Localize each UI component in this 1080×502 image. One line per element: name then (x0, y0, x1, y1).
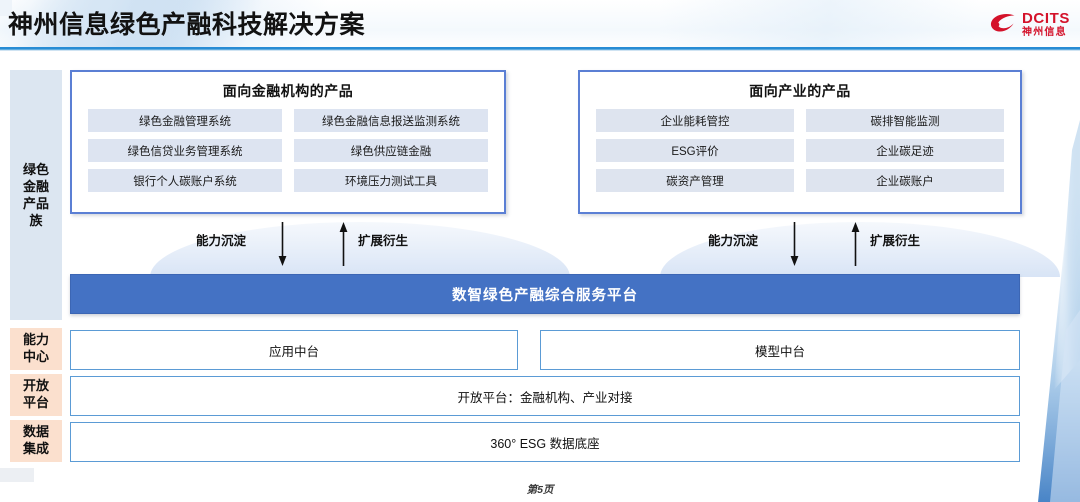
dcits-swirl-logo-icon (989, 11, 1017, 37)
product-tile[interactable]: 碳资产管理 (596, 169, 794, 192)
logo-brand-cn: 神州信息 (1022, 26, 1067, 38)
product-tile[interactable]: 企业碳账户 (806, 169, 1004, 192)
tile-grid-industry: 企业能耗管控 碳排智能监测 ESG评价 企业碳足迹 碳资产管理 企业碳账户 (580, 109, 1020, 192)
flow-label-extension-derivation-left: 扩展衍生 (358, 234, 409, 248)
arrow-up-icon (338, 222, 349, 266)
header-divider-rule-shadow (0, 50, 1080, 51)
logo-text-block: DCITS 神州信息 (1022, 11, 1070, 38)
product-tile[interactable]: 企业碳足迹 (806, 139, 1004, 162)
product-tile[interactable]: 绿色金融信息报送监测系统 (294, 109, 488, 132)
rail-label-data-integration: 数据集成 (22, 424, 49, 456)
corner-decoration-bottom-left (0, 468, 34, 482)
flow-label-capability-precipitation-right: 能力沉淀 (708, 234, 759, 248)
product-tile[interactable]: 银行个人碳账户系统 (88, 169, 282, 192)
corner-decoration-top-left (0, 0, 12, 16)
panel-title-industry: 面向产业的产品 (749, 83, 851, 99)
brand-logo: DCITS 神州信息 (989, 8, 1070, 40)
layer-box-application-middle-platform[interactable]: 应用中台 (70, 330, 518, 370)
panel-products-for-financial-institutions: 面向金融机构的产品 绿色金融管理系统 绿色金融信息报送监测系统 绿色信贷业务管理… (70, 70, 506, 214)
panel-title-financial: 面向金融机构的产品 (222, 83, 354, 99)
layer-box-open-platform[interactable]: 开放平台：金融机构、产业对接 (70, 376, 1020, 416)
product-tile[interactable]: 绿色金融管理系统 (88, 109, 282, 132)
arrow-up-icon (850, 222, 861, 266)
flow-label-extension-derivation-right: 扩展衍生 (870, 234, 921, 248)
logo-brand-en: DCITS (1022, 9, 1070, 27)
product-tile[interactable]: 绿色信贷业务管理系统 (88, 139, 282, 162)
sidebar-item-green-finance-family: 绿色金融产品族 (10, 70, 62, 320)
header-gradient-decoration-right (660, 0, 1080, 50)
platform-label: 数智绿色产融综合服务平台 (452, 287, 638, 304)
page-title: 神州信息绿色产融科技解决方案 (8, 11, 366, 39)
sidebar-item-open-platform: 开放平台 (10, 374, 62, 416)
sidebar-item-ability-center: 能力中心 (10, 328, 62, 370)
arrow-down-icon (277, 222, 288, 266)
slide-header (0, 0, 1080, 50)
product-tile[interactable]: 绿色供应链金融 (294, 139, 488, 162)
rail-label-green-finance-family: 绿色金融产品族 (22, 161, 49, 229)
layer-box-data-foundation[interactable]: 360° ESG 数据底座 (70, 422, 1020, 462)
product-tile[interactable]: 碳排智能监测 (806, 109, 1004, 132)
rail-label-ability-center: 能力中心 (22, 332, 49, 364)
flow-label-capability-precipitation-left: 能力沉淀 (196, 234, 247, 248)
sidebar-item-data-integration: 数据集成 (10, 420, 62, 462)
product-tile[interactable]: 环境压力测试工具 (294, 169, 488, 192)
rail-label-open-platform: 开放平台 (22, 378, 49, 410)
layer-box-model-middle-platform[interactable]: 模型中台 (540, 330, 1020, 370)
product-tile[interactable]: ESG评价 (596, 139, 794, 162)
tile-grid-financial: 绿色金融管理系统 绿色金融信息报送监测系统 绿色信贷业务管理系统 绿色供应链金融… (72, 109, 504, 192)
page-number-footer: 第5页 (526, 484, 554, 496)
platform-bar[interactable]: 数智绿色产融综合服务平台 (70, 274, 1020, 314)
product-tile[interactable]: 企业能耗管控 (596, 109, 794, 132)
panel-products-for-industry: 面向产业的产品 企业能耗管控 碳排智能监测 ESG评价 企业碳足迹 碳资产管理 … (578, 70, 1022, 214)
header-divider-rule (0, 47, 1080, 50)
arrow-down-icon (789, 222, 800, 266)
